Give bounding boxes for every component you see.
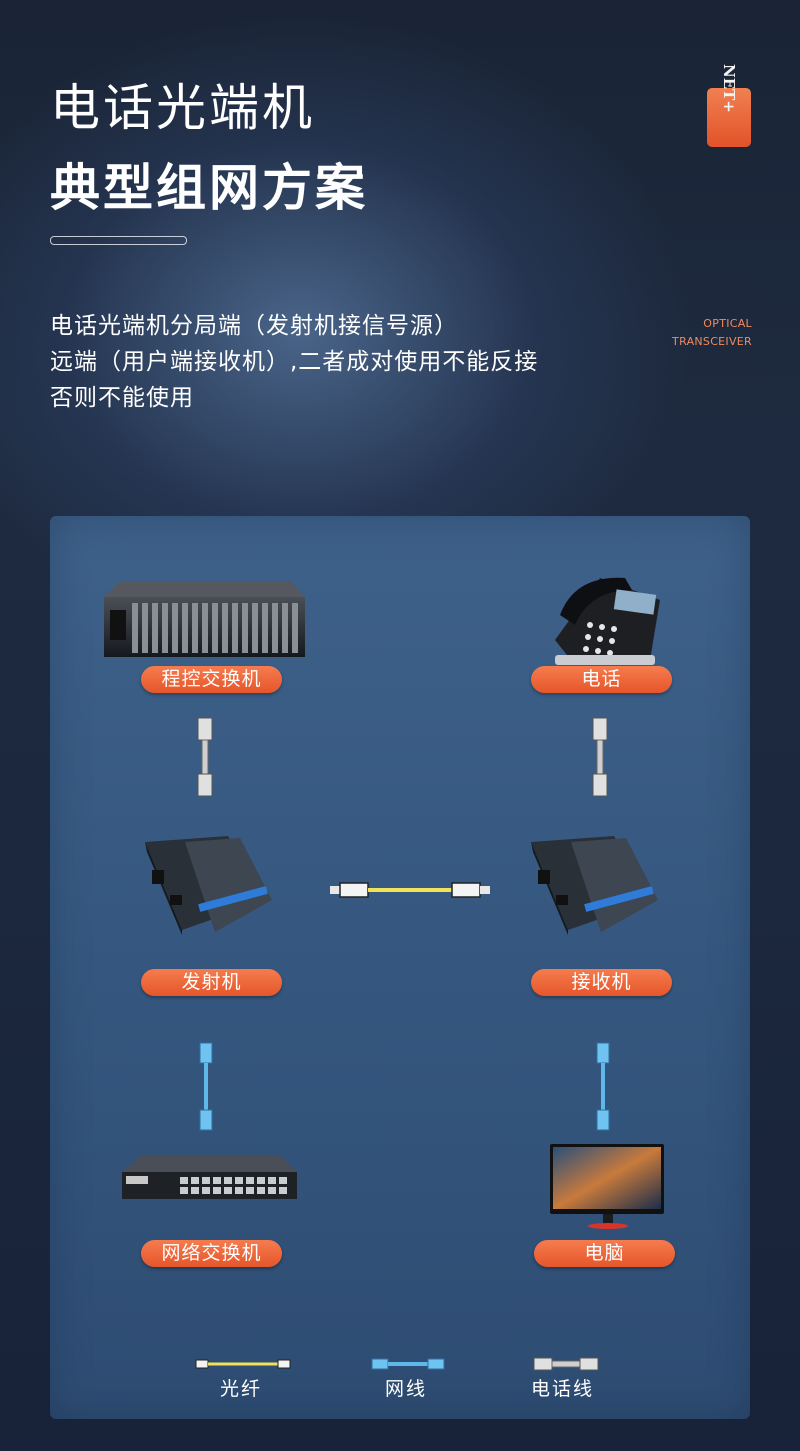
page-title-line-2: 典型组网方案 [50,159,368,217]
label-transmitter: 发射机 [141,969,282,996]
phone-line-cable-left [197,717,213,797]
network-cable-left [199,1042,213,1131]
legend-fiber-label: 光纤 [220,1378,263,1400]
legend-phone-line-swatch [533,1357,599,1371]
legend-network-swatch [371,1358,445,1370]
label-receiver: 接收机 [531,969,672,996]
network-switch-icon [122,1155,297,1199]
telephone-icon [555,577,660,665]
label-pbx: 程控交换机 [141,666,282,693]
network-cable-right [596,1042,610,1131]
side-label-line-1: OPTICAL [703,317,752,330]
description-line-2: 远端（用户端接收机）,二者成对使用不能反接 [50,349,539,375]
page-title-line-1: 电话光端机 [50,79,315,137]
label-computer: 电脑 [534,1240,675,1267]
title-underline [50,236,187,245]
pbx-device-icon [104,581,305,657]
side-label-line-2: TRANSCEIVER [672,335,752,348]
label-phone: 电话 [531,666,672,693]
description-line-3: 否则不能使用 [50,385,194,411]
label-network-switch: 网络交换机 [141,1240,282,1267]
transmitter-device-icon [145,836,272,935]
legend-fiber-swatch [195,1359,291,1369]
legend-network-label: 网线 [385,1378,428,1400]
computer-monitor-icon [550,1144,664,1229]
receiver-device-icon [531,836,658,935]
description-line-1: 电话光端机分局端（发射机接信号源） [50,313,458,339]
brand-badge [707,88,751,147]
legend-phone-line-label: 电话线 [531,1378,595,1400]
phone-line-cable-right [592,717,608,797]
fiber-cable [330,882,490,898]
